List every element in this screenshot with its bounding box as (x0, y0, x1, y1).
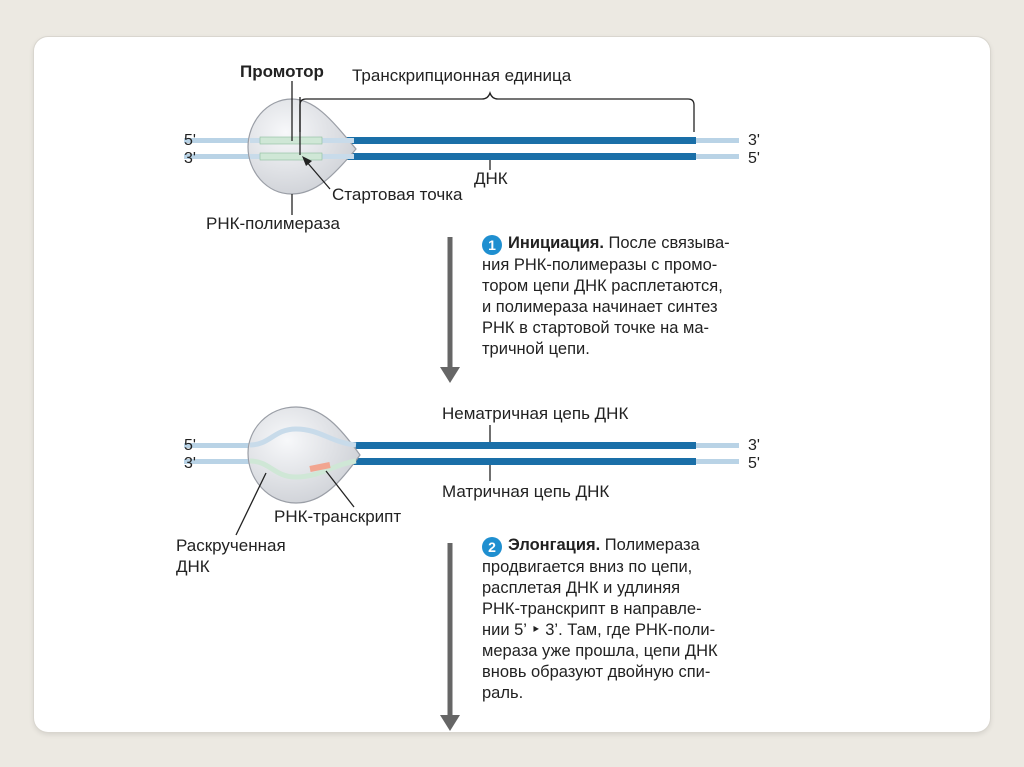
step-initiation-text: 1 Инициация. После связыва- ния РНК-полим… (482, 233, 792, 360)
template-strand (346, 458, 696, 465)
unwound-dna-label-line2: ДНК (176, 557, 210, 576)
step-1-line-3: тором цепи ДНК расплетаются, (482, 277, 723, 295)
step-1-line-6: тричной цепи. (482, 340, 590, 358)
step-2-badge: 2 (482, 537, 502, 557)
step-elongation-text: 2 Элонгация. Полимераза продвигается вниз… (482, 535, 792, 704)
transcription-unit-bracket (299, 90, 695, 132)
unwound-template-strand (249, 458, 357, 480)
template-strand-label: Матричная цепь ДНК (442, 482, 609, 501)
dna-label: ДНК (474, 169, 508, 188)
end-label-mid-right-5: 5' (748, 455, 760, 472)
step-2-line-8: раль. (482, 684, 524, 702)
end-label-top-left-3: 3' (184, 150, 196, 167)
dna-strand-upper-left-end-2 (184, 443, 274, 448)
end-label-mid-right-3: 3' (748, 437, 760, 454)
transcription-unit-label: Транскрипционная единица (352, 66, 572, 85)
step-1-line-4: и полимераза начинает синтез (482, 298, 718, 316)
unwound-nontemplate-strand (249, 426, 357, 448)
dna-stage-elongation: Нематричная цепь ДНК Матричная цепь ДНК … (176, 404, 760, 576)
step-2-line-5: нии 5’ ‣ 3’. Там, где РНК-поли- (482, 621, 716, 639)
dna-strand-upper-right-end (694, 138, 739, 143)
rna-polymerase-shape (247, 98, 357, 195)
step-2-line-6: мераза уже прошла, цепи ДНК (482, 642, 718, 660)
transcription-diagram: Промотор Транскрипционная единица ДНК Ст… (176, 62, 760, 731)
process-arrow-2 (440, 543, 460, 731)
promoter-region-lower (259, 152, 323, 161)
dna-strand-upper (334, 137, 696, 144)
rna-polymerase-shape-2 (247, 406, 361, 504)
dna-strand-lower-left-end (184, 154, 274, 159)
step-2-line-1: Полимераза (600, 536, 700, 554)
end-label-top-right-5: 5' (748, 150, 760, 167)
step-1-badge: 1 (482, 235, 502, 255)
start-point-label: Стартовая точка (332, 185, 463, 204)
promoter-region-upper (259, 136, 323, 145)
dna-strand-upper-left-end (184, 138, 274, 143)
end-label-mid-left-3: 3' (184, 455, 196, 472)
rna-polymerase-label: РНК-полимераза (206, 214, 341, 233)
start-point-pointer (305, 160, 331, 190)
dna-strand-lower-right-end (694, 154, 739, 159)
step-2-line-4: РНК-транскрипт в направле- (482, 600, 702, 618)
step-2-title: Элонгация. (508, 536, 601, 554)
end-label-top-right-3: 3' (748, 132, 760, 149)
dna-strand-lower-left-end-2 (184, 459, 274, 464)
rna-transcript-label: РНК-транскрипт (274, 507, 401, 526)
step-1-line-5: РНК в стартовой точке на ма- (482, 319, 710, 337)
dna-stage-initiation: Промотор Транскрипционная единица ДНК Ст… (184, 62, 760, 233)
step-2-line-7: вновь образуют двойную спи- (482, 663, 711, 681)
nontemplate-strand-label: Нематричная цепь ДНК (442, 404, 628, 423)
end-label-top-left-5: 5' (184, 132, 196, 149)
end-label-mid-left-5: 5' (184, 437, 196, 454)
rna-transcript-pointer (325, 470, 355, 508)
dna-strand-upper-right-end-2 (694, 443, 739, 448)
promoter-label: Промотор (240, 62, 324, 81)
dna-strand-lower (334, 153, 696, 160)
step-2-line-2: продвигается вниз по цепи, (482, 558, 693, 576)
step-1-line-1: После связыва- (603, 234, 730, 252)
unwound-dna-label-line1: Раскрученная (176, 536, 286, 555)
step-1-title: Инициация. (508, 234, 604, 252)
process-arrow-1 (440, 237, 460, 383)
rna-transcript (309, 462, 331, 472)
start-point-arrowhead (302, 156, 312, 166)
nontemplate-strand (346, 442, 696, 449)
slide-card: Промотор Транскрипционная единица ДНК Ст… (34, 37, 990, 732)
step-1-line-2: ния РНК-полимеразы с промо- (482, 256, 718, 274)
dna-strand-lower-right-end-2 (694, 459, 739, 464)
unwound-dna-pointer (235, 472, 267, 536)
step-2-line-3: расплетая ДНК и удлиняя (482, 579, 681, 597)
